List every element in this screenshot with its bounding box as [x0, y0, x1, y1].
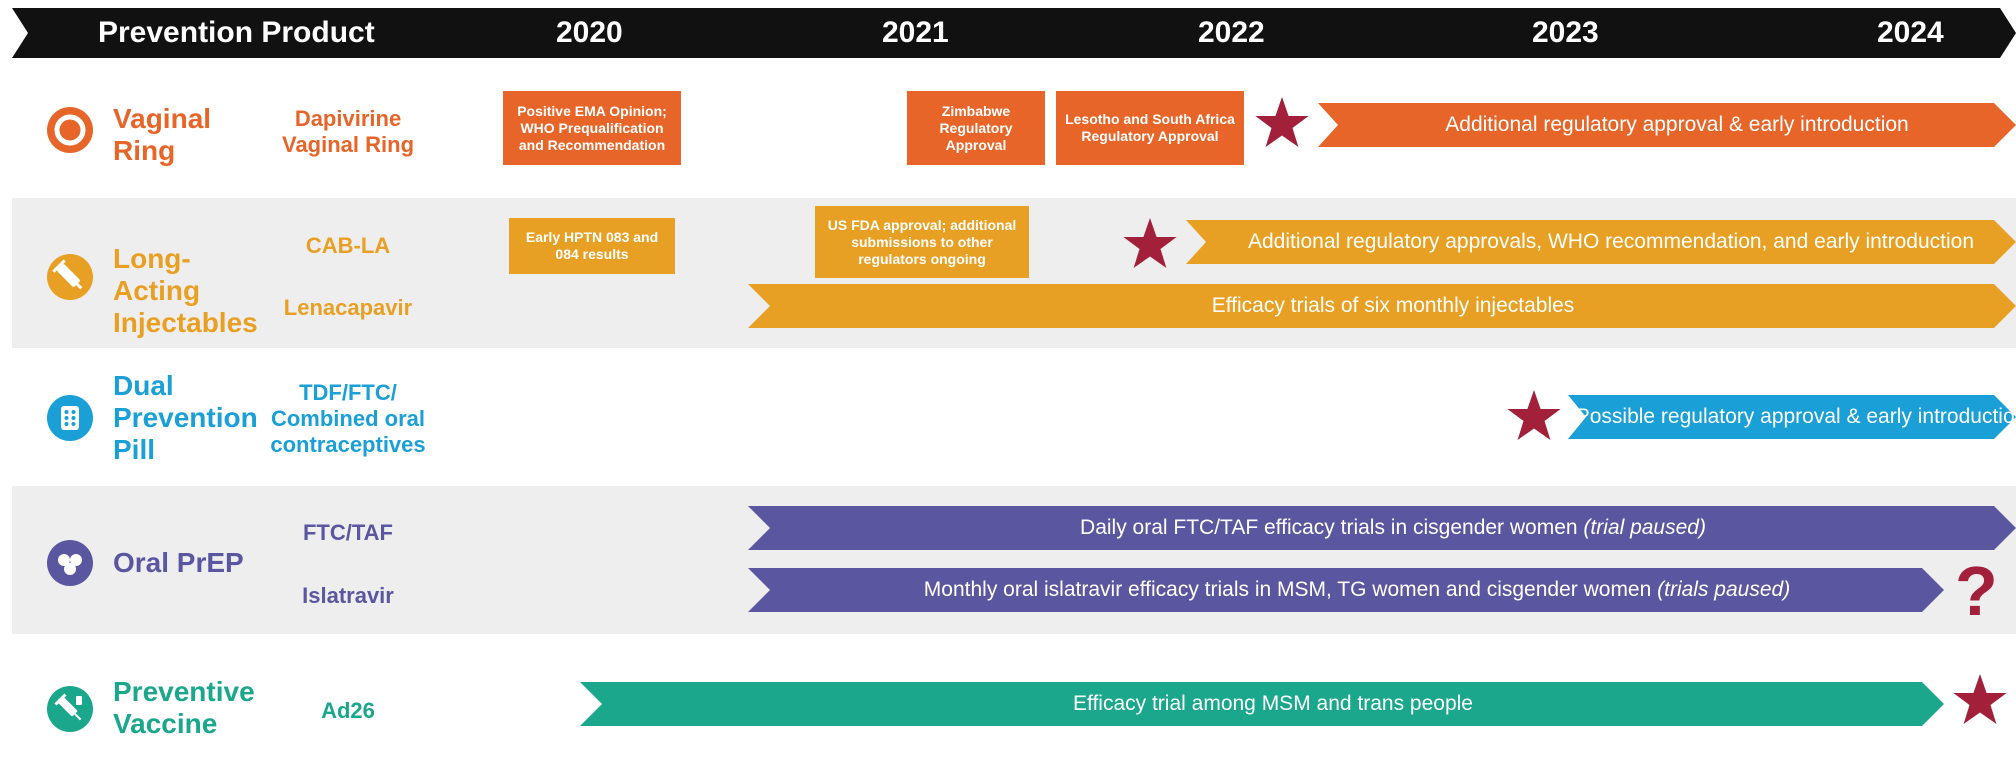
arrow-vaccine-trial: Efficacy trial among MSM and trans peopl…	[580, 682, 1944, 726]
product-tdf-ftc-coc: TDF/FTC/ Combined oral contraceptives	[270, 380, 426, 457]
arrow-lenacapavir-trials: Efficacy trials of six monthly injectabl…	[748, 284, 2016, 328]
milestone-zimbabwe-approval: Zimbabwe Regulatory Approval	[907, 91, 1045, 165]
arrow-ftc-taf-trials: Daily oral FTC/TAF efficacy trials in ci…	[748, 506, 2016, 550]
arrow-label-main: Monthly oral islatravir efficacy trials …	[923, 578, 1658, 601]
arrow-label: Possible regulatory approval & early int…	[1575, 405, 2016, 428]
product-dapivirine: Dapivirine Vaginal Ring	[281, 106, 415, 157]
arrow-label: Efficacy trials of six monthly injectabl…	[1211, 294, 1575, 317]
syringe-icon	[47, 254, 93, 300]
pills-icon	[47, 540, 93, 586]
header-bar	[12, 8, 2016, 58]
timeline-header: Prevention Product 2020 2021 2022 2023 2…	[0, 8, 2016, 58]
header-product-label: Prevention Product	[98, 16, 375, 49]
arrow-label-note: (trial paused)	[1583, 516, 1706, 539]
arrow-vaginal-ring-introduction: Additional regulatory approval & early i…	[1318, 103, 2016, 147]
milestone-star-icon	[1507, 390, 1561, 440]
arrow-label: Daily oral FTC/TAF efficacy trials in ci…	[748, 506, 2016, 550]
ring-icon	[47, 107, 93, 153]
category-preventive-vaccine: Preventive Vaccine	[113, 676, 255, 739]
year-2021: 2021	[882, 16, 949, 49]
arrow-label: Additional regulatory approvals, WHO rec…	[1247, 230, 1975, 253]
arrow-label-main: Daily oral FTC/TAF efficacy trials in ci…	[1080, 516, 1584, 539]
product-ad26: Ad26	[321, 698, 375, 723]
milestone-star-icon	[1953, 674, 2007, 724]
year-2024: 2024	[1877, 16, 1944, 49]
product-lenacapavir: Lenacapavir	[283, 295, 413, 320]
vaccine-icon	[47, 686, 93, 732]
milestone-ema-opinion: Positive EMA Opinion; WHO Prequalificati…	[503, 91, 681, 165]
category-oral-prep: Oral PrEP	[113, 547, 244, 578]
arrow-dual-pill-introduction: Possible regulatory approval & early int…	[1568, 395, 2016, 439]
arrow-cab-la-introduction: Additional regulatory approvals, WHO rec…	[1186, 220, 2016, 264]
category-dual-prevention-pill: Dual Prevention Pill	[113, 370, 258, 465]
product-islatravir: Islatravir	[302, 583, 394, 608]
pill-pack-icon	[47, 395, 93, 441]
arrow-label-note: (trials paused)	[1657, 578, 1791, 601]
year-2023: 2023	[1532, 16, 1599, 49]
arrow-label: Monthly oral islatravir efficacy trials …	[748, 568, 1944, 612]
arrow-islatravir-trials: Monthly oral islatravir efficacy trials …	[748, 568, 1944, 612]
arrow-label: Additional regulatory approval & early i…	[1445, 113, 1909, 136]
milestone-lesotho-sa-approval: Lesotho and South Africa Regulatory Appr…	[1056, 91, 1244, 165]
year-2022: 2022	[1198, 16, 1265, 49]
category-vaginal-ring: Vaginal Ring	[113, 103, 212, 166]
product-cab-la: CAB-LA	[305, 233, 391, 258]
product-ftc-taf: FTC/TAF	[302, 520, 393, 545]
year-2020: 2020	[556, 16, 623, 49]
milestone-fda-approval: US FDA approval; additional submissions …	[815, 206, 1029, 278]
milestone-star-icon	[1255, 97, 1309, 147]
milestone-hptn-results: Early HPTN 083 and 084 results	[509, 218, 675, 274]
uncertain-question-mark: ?	[1955, 552, 1998, 630]
milestone-star-icon	[1123, 218, 1177, 268]
arrow-label: Efficacy trial among MSM and trans peopl…	[1073, 692, 1473, 715]
category-long-acting-injectables: Long-Acting Injectables	[113, 243, 258, 338]
